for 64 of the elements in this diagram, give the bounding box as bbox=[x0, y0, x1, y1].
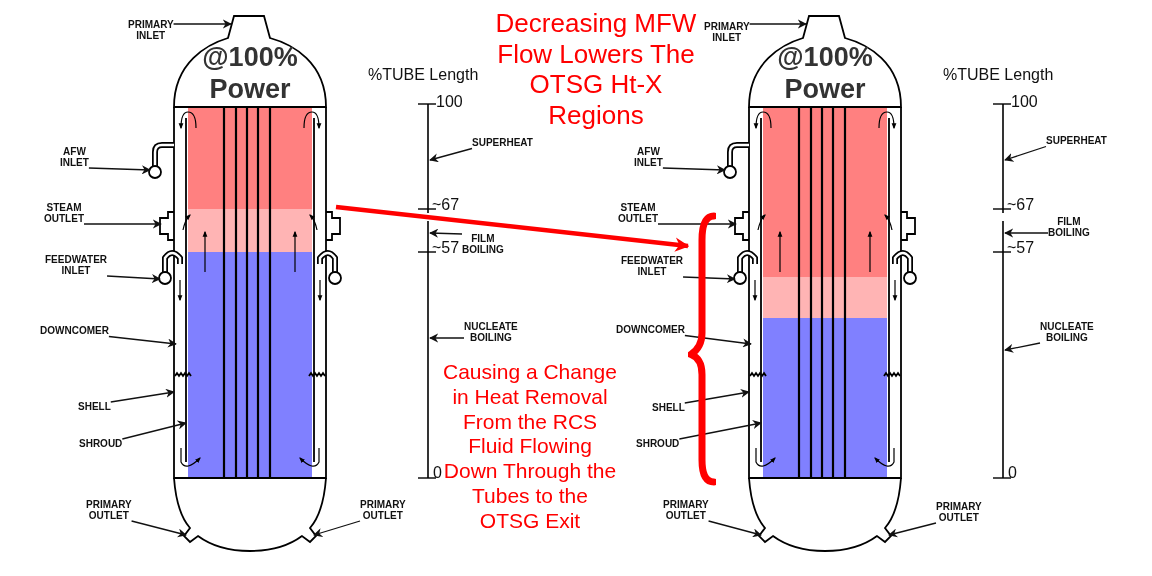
leader-line bbox=[172, 19, 232, 29]
part-label: DOWNCOMER bbox=[616, 325, 685, 336]
part-label: STEAM OUTLET bbox=[44, 203, 84, 224]
part-label: PRIMARY OUTLET bbox=[936, 502, 982, 523]
curly-brace bbox=[688, 212, 716, 486]
leader-line bbox=[888, 522, 937, 538]
part-label: SHELL bbox=[652, 403, 685, 414]
leader-line bbox=[429, 228, 463, 238]
part-label: NUCLEATE BOILING bbox=[464, 322, 518, 343]
tick-label: ~67 bbox=[1007, 196, 1035, 214]
part-label: DOWNCOMER bbox=[40, 326, 109, 337]
part-label: PRIMARY INLET bbox=[704, 22, 750, 43]
leader-line bbox=[313, 520, 361, 537]
part-label: SHROUD bbox=[79, 439, 123, 450]
part-label: FEEDWATER INLET bbox=[45, 255, 108, 276]
tick-label: 0 bbox=[433, 464, 442, 482]
part-label: SHELL bbox=[78, 402, 111, 413]
tick-label: 100 bbox=[1011, 93, 1038, 111]
leader-line bbox=[662, 165, 726, 175]
leader-line bbox=[429, 333, 465, 343]
part-label: AFW INLET bbox=[634, 147, 663, 168]
leader-line bbox=[707, 520, 762, 538]
part-label: FILM BOILING bbox=[462, 234, 504, 255]
leader-line bbox=[748, 19, 807, 29]
power-level-label: @100% Power bbox=[201, 42, 299, 106]
leader-line bbox=[1004, 145, 1047, 162]
leader-line bbox=[130, 520, 187, 538]
leader-line bbox=[121, 420, 187, 440]
tick-label: ~67 bbox=[432, 196, 460, 214]
scale-title: %TUBE Length bbox=[943, 66, 1054, 84]
leader-line bbox=[429, 147, 473, 163]
part-label: SUPERHEAT bbox=[472, 138, 533, 149]
part-label: PRIMARY OUTLET bbox=[663, 500, 709, 521]
part-label: AFW INLET bbox=[60, 147, 89, 168]
leader-line bbox=[1004, 228, 1049, 238]
tick-label: 100 bbox=[436, 93, 463, 111]
tick-label: 0 bbox=[1008, 464, 1017, 482]
power-level-label: @100% Power bbox=[776, 42, 874, 106]
part-label: FILM BOILING bbox=[1048, 217, 1090, 238]
part-label: STEAM OUTLET bbox=[618, 203, 658, 224]
annotation-text: Decreasing MFW Flow Lowers The OTSG Ht-X Regions bbox=[494, 8, 698, 131]
leader-line bbox=[684, 334, 752, 348]
leader-line bbox=[106, 274, 161, 284]
tick-label: ~57 bbox=[1007, 239, 1035, 257]
part-label: SHROUD bbox=[636, 439, 680, 450]
leader-line bbox=[682, 274, 736, 284]
leader-line bbox=[108, 335, 177, 348]
leader-line bbox=[1004, 342, 1041, 353]
part-label: PRIMARY OUTLET bbox=[86, 500, 132, 521]
scale-title: %TUBE Length bbox=[368, 66, 479, 84]
leader-line bbox=[678, 420, 762, 440]
leader-line bbox=[83, 219, 162, 229]
leader-line bbox=[657, 219, 737, 229]
tick-label: ~57 bbox=[432, 239, 460, 257]
leader-line bbox=[684, 388, 750, 404]
part-label: SUPERHEAT bbox=[1046, 136, 1107, 147]
part-label: PRIMARY OUTLET bbox=[360, 500, 406, 521]
leader-line bbox=[88, 165, 151, 175]
part-label: FEEDWATER INLET bbox=[621, 256, 684, 277]
arrow bbox=[335, 204, 690, 252]
leader-line bbox=[110, 388, 175, 403]
part-label: PRIMARY INLET bbox=[128, 20, 174, 41]
part-label: NUCLEATE BOILING bbox=[1040, 322, 1094, 343]
annotation-text: Causing a Change in Heat Removal From the RCS Fluid Flowing Down Through the Tubes to the OTSG Exit bbox=[442, 360, 618, 534]
